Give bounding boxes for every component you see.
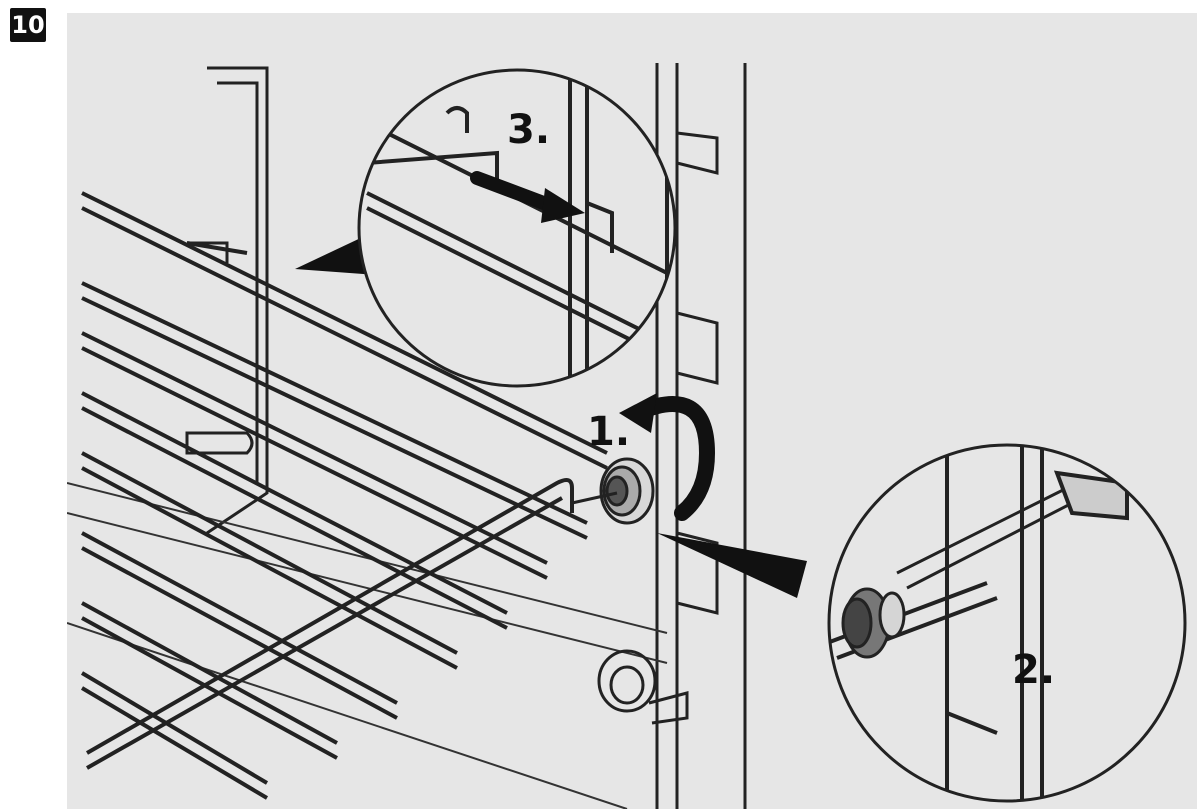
rotate-arrow-icon bbox=[619, 393, 716, 521]
top-zoom-pointer bbox=[295, 235, 377, 275]
oven-floor-lines bbox=[67, 482, 668, 809]
oven-rail-column bbox=[655, 63, 747, 809]
step-1-label: 1. bbox=[587, 409, 630, 455]
step-3-label: 3. bbox=[507, 107, 550, 153]
step-2-label: 2. bbox=[1012, 647, 1055, 693]
right-zoom-pointer bbox=[657, 533, 807, 598]
top-zoom-detail bbox=[357, 68, 677, 388]
slide-arrow-icon bbox=[470, 171, 585, 223]
right-zoom-detail bbox=[827, 443, 1187, 803]
rack-knob bbox=[571, 457, 655, 525]
figure-number-badge: 10 bbox=[10, 8, 46, 42]
wire-rack bbox=[80, 191, 608, 800]
oven-side-wall bbox=[185, 66, 269, 535]
illustration-panel: 1. 3. bbox=[67, 13, 1197, 809]
installation-diagram: 1. 3. bbox=[67, 63, 1187, 809]
rack-mount-hole bbox=[597, 649, 689, 725]
